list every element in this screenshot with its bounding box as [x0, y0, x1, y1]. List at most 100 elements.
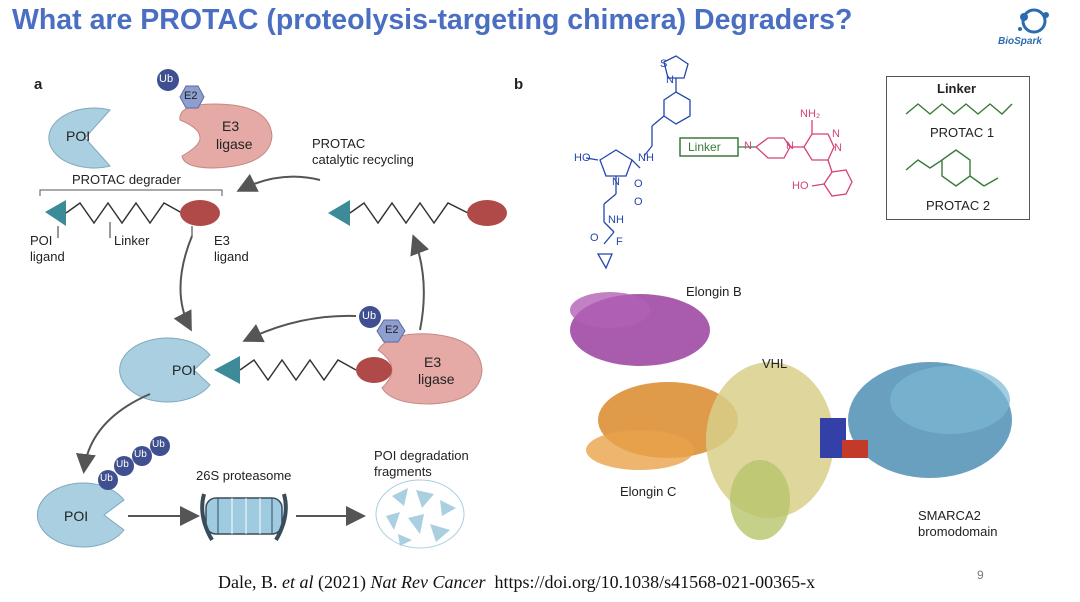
e3-ligand-label-2: ligand [214, 249, 249, 264]
fragments-icon [375, 479, 465, 549]
e2-label-top: E2 [184, 90, 198, 102]
chem-nh-label-1: NH [638, 152, 654, 164]
protac1-linker-chain [905, 103, 1013, 115]
arrow-to-ub-poi [75, 393, 151, 474]
poi-shape-bottom [36, 482, 125, 548]
poi-shape-top [48, 107, 111, 169]
biospark-logo-icon [1018, 8, 1049, 34]
ub-label-top: Ub [159, 73, 174, 85]
chem-o-label-3: O [590, 232, 599, 244]
smarca2-label-1: SMARCA2 [918, 508, 981, 523]
e3-label-middle-2: ligase [418, 371, 455, 387]
citation-journal: Nat Rev Cancer [370, 572, 486, 592]
proteasome-label: 26S proteasome [196, 468, 292, 483]
citation: Dale, B. et al (2021) Nat Rev Cancer htt… [218, 572, 815, 593]
chem-s-label: S [660, 58, 668, 70]
ub-chain-1 [98, 470, 118, 490]
chem-f-label: F [616, 236, 623, 248]
chem-n-label-6: N [834, 142, 842, 154]
citation-etal: et al [281, 572, 314, 592]
ub-chain-label-2: Ub [116, 459, 129, 470]
linker-box-title: Linker [937, 81, 977, 96]
degrader-bracket [39, 189, 223, 196]
ub-label-middle: Ub [362, 310, 377, 322]
e3-ligand-oval-2 [467, 200, 507, 226]
panel-b-letter: b [514, 76, 524, 93]
ub-chain-label-4: Ub [152, 439, 165, 450]
protac2-linker-chain [905, 149, 971, 187]
e2-label-middle: E2 [385, 324, 399, 336]
vhl-label: VHL [762, 356, 788, 371]
fragments-label-1: POI degradation [374, 448, 469, 463]
poi-ligand-label-1: POI [30, 233, 53, 248]
chem-ho2-label: HO [792, 180, 809, 192]
e3-label-top-1: E3 [222, 118, 240, 134]
chem-n-label-3: N [744, 140, 752, 152]
fragments-label-2: fragments [374, 464, 432, 479]
elongin-b-label: Elongin B [686, 284, 742, 299]
e3-ligand-oval-3 [356, 357, 392, 383]
citation-authors: Dale, B. [218, 572, 278, 592]
protac1-label: PROTAC 1 [930, 125, 995, 140]
e3-shape-middle [377, 333, 483, 405]
poi-label-middle: POI [172, 362, 197, 378]
e2-hexagon-middle [376, 319, 406, 343]
elongin-c-label: Elongin C [620, 484, 677, 499]
page-number: 9 [977, 568, 984, 582]
poi-ligand-triangle [45, 200, 66, 226]
arrow-down-left [173, 235, 193, 332]
chem-ho-label: HO [574, 152, 591, 164]
linker-zigzag-2 [349, 201, 469, 225]
chem-nh2-label: NH₂ [800, 108, 821, 120]
chem-o-label-1: O [634, 178, 643, 190]
chem-n-label-4: N [786, 140, 794, 152]
ub-chain-label-3: Ub [134, 449, 147, 460]
chem-o-label-2: O [634, 196, 643, 208]
chem-n-label-2: N [666, 74, 674, 86]
recycling-label-1: PROTAC [312, 136, 366, 151]
arrow-ternary-left [242, 314, 357, 343]
e3-ligand-oval-1 [180, 200, 220, 226]
poi-label-bottom: POI [64, 508, 89, 524]
protac2-label: PROTAC 2 [926, 198, 991, 213]
poi-ligand-triangle-middle [214, 356, 240, 384]
poi-shape-middle [119, 337, 211, 403]
e3-label-middle-1: E3 [424, 354, 442, 370]
proteasome-icon [200, 493, 288, 542]
citation-year: (2021) [317, 572, 366, 592]
poi-label-top: POI [66, 128, 91, 144]
ub-chain-label-1: Ub [100, 473, 113, 484]
poi-ligand-triangle-recycled [328, 200, 350, 226]
e3-ligand-label-1: E3 [214, 233, 230, 248]
e3-shape-top [179, 103, 273, 169]
chem-linker-label: Linker [688, 140, 721, 154]
chem-n-label-5: N [832, 128, 840, 140]
panel-a-letter: a [34, 76, 43, 93]
smarca2-label-2: bromodomain [918, 524, 998, 539]
crystal-structure-image [570, 292, 1012, 540]
citation-doi[interactable]: https://doi.org/10.1038/s41568-021-00365… [494, 572, 816, 592]
linker-zigzag-3 [239, 358, 357, 382]
ub-chain-4 [150, 436, 170, 456]
ub-circle-middle [359, 306, 381, 328]
poi-ligand-label-2: ligand [30, 249, 65, 264]
ub-chain-3 [132, 446, 152, 466]
chem-nh-label-2: NH [608, 214, 624, 226]
smarca-ligand-structure [754, 120, 853, 197]
recycle-arrow-top [236, 173, 321, 192]
linker-legend-box [886, 76, 1030, 220]
protac-degrader-label: PROTAC degrader [72, 172, 181, 187]
linker-zigzag-1 [65, 201, 183, 225]
slide-title: What are PROTAC (proteolysis-targeting c… [12, 4, 853, 36]
ub-circle-top [157, 69, 179, 91]
recycling-label-2: catalytic recycling [312, 152, 414, 167]
ub-chain-2 [114, 456, 134, 476]
linker-label: Linker [114, 233, 150, 248]
logo-text: BioSpark [998, 36, 1042, 47]
chem-n-label: N [612, 176, 620, 188]
vhl-ligand-structure [585, 55, 691, 270]
e3-label-top-2: ligase [216, 136, 253, 152]
arrow-up-right [410, 234, 430, 331]
